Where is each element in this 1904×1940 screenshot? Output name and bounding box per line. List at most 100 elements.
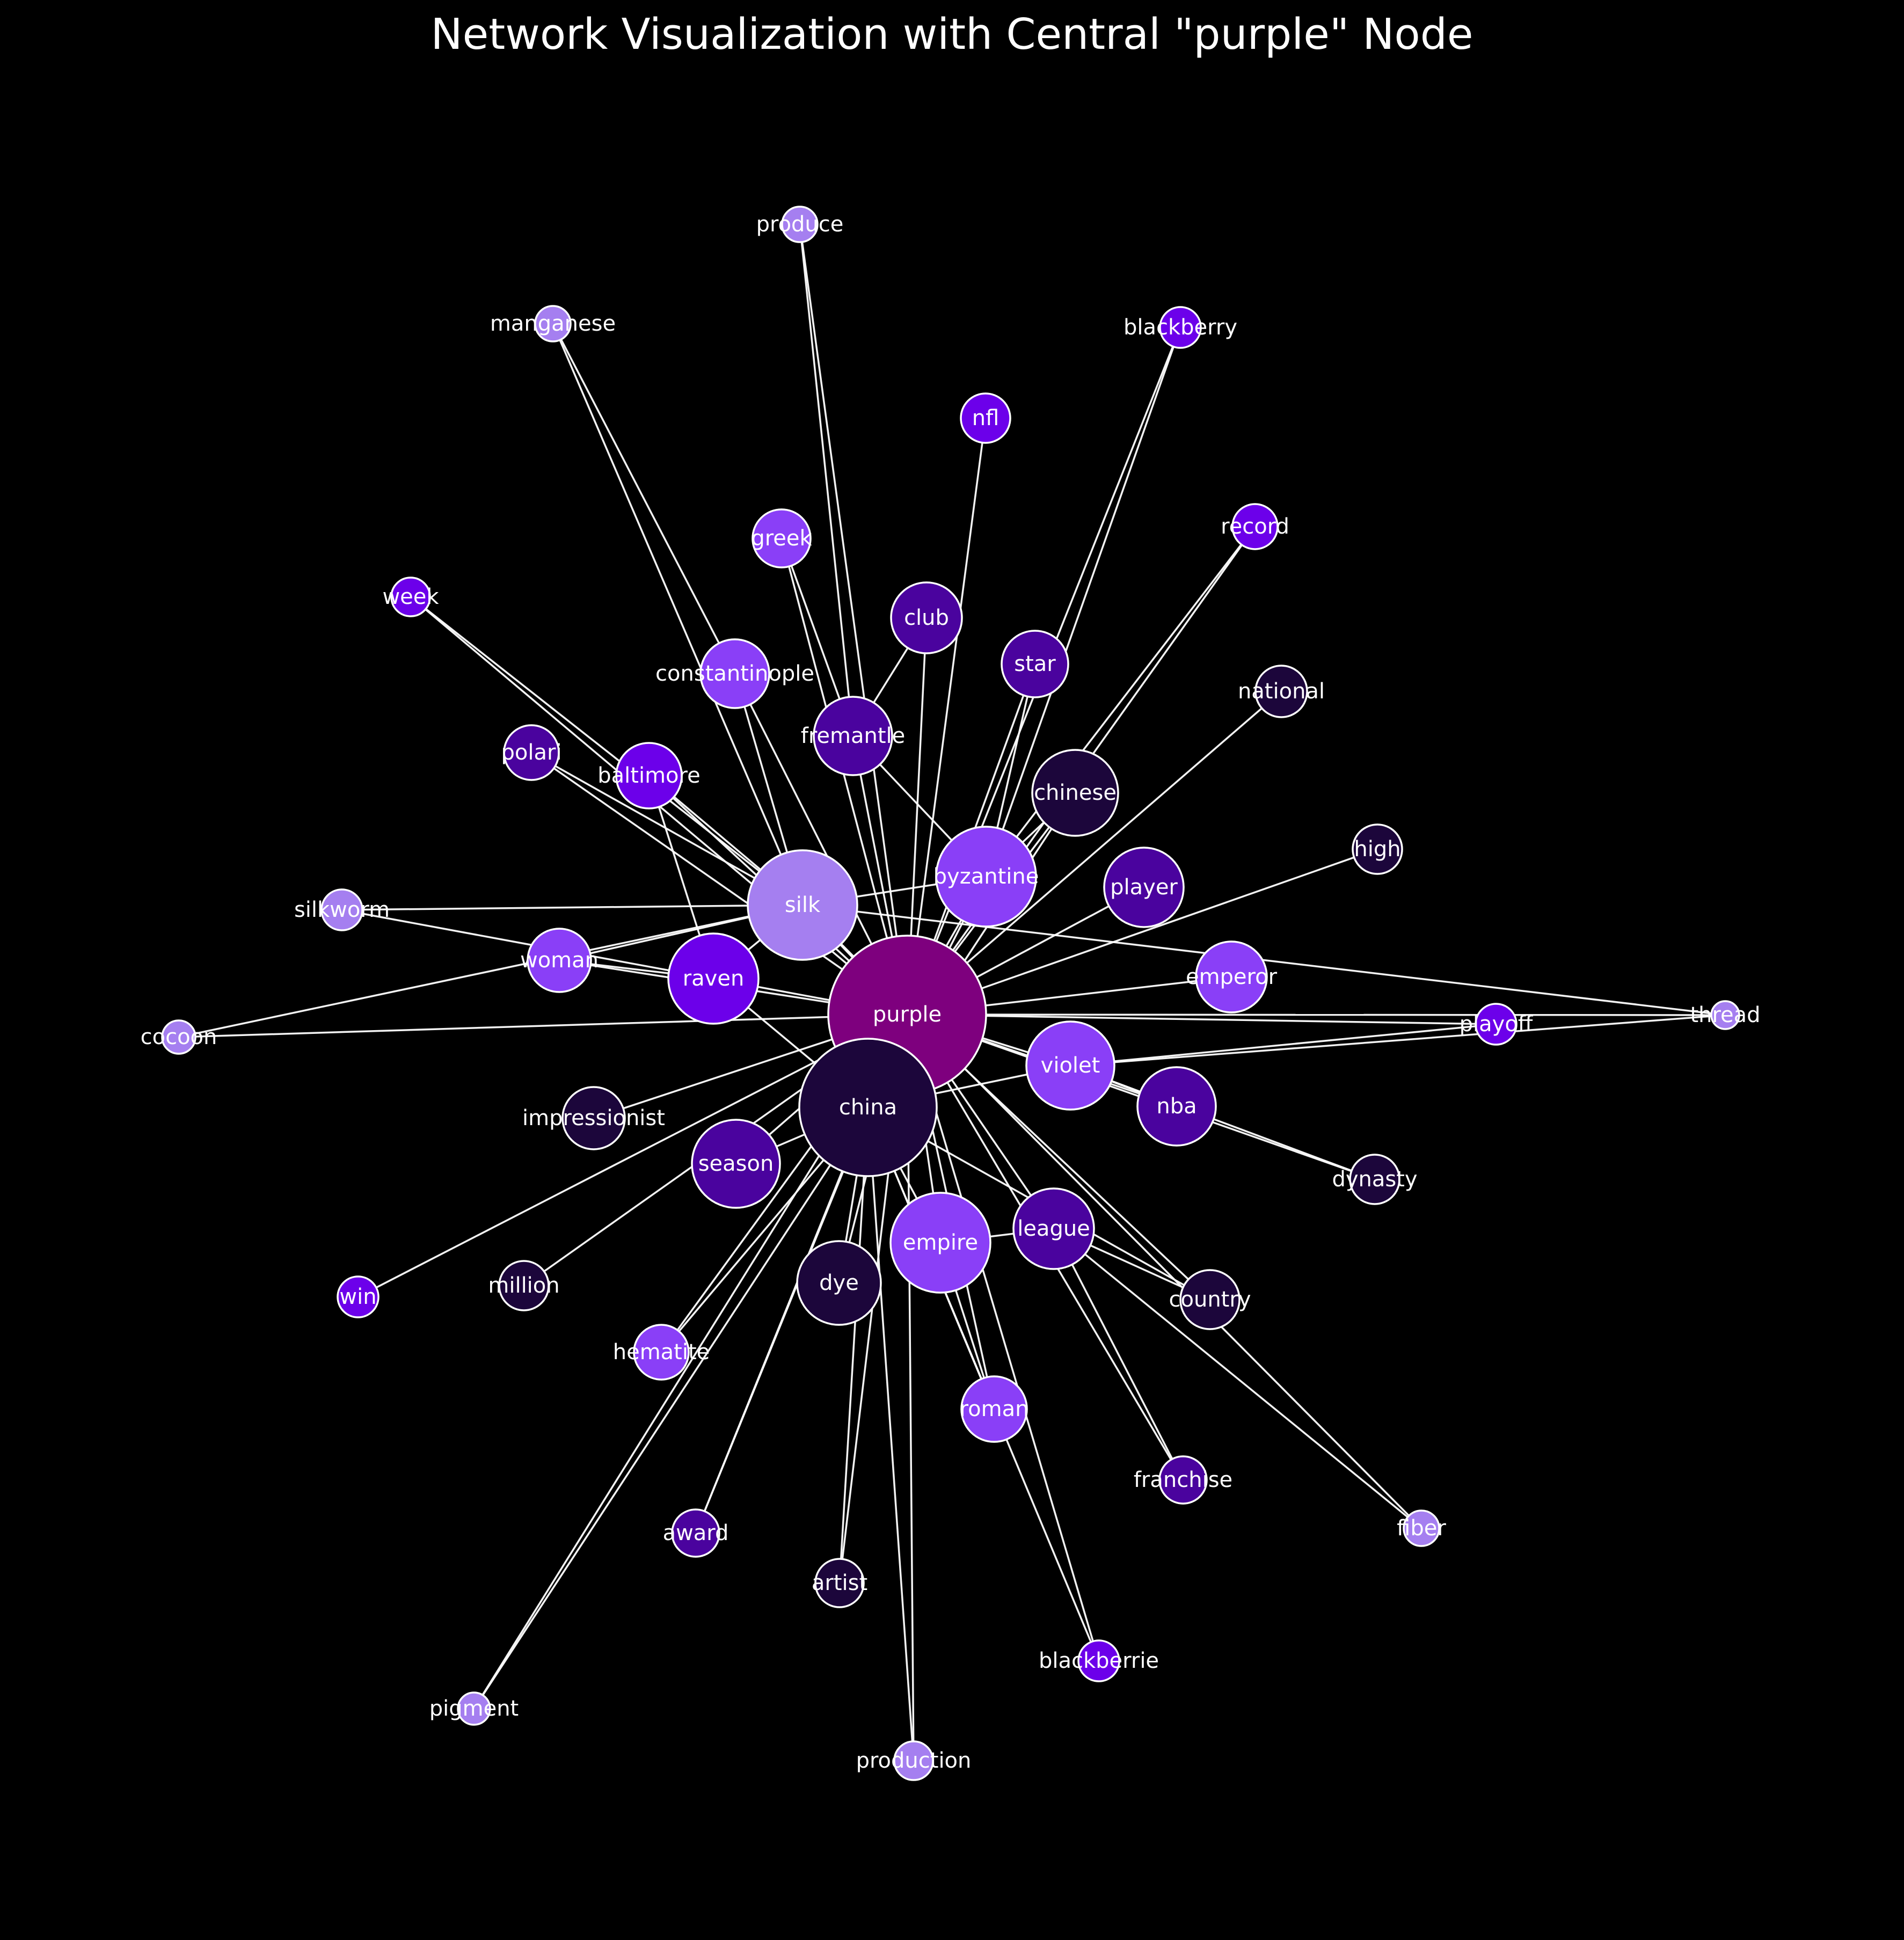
- node-label-greek: greek: [751, 526, 812, 551]
- edge-china-production: [867, 1107, 915, 1761]
- node-silk: silk: [747, 849, 858, 961]
- edge-violet-dynasty: [1070, 1064, 1375, 1180]
- node-label-hematite: hematite: [613, 1340, 710, 1365]
- node-label-star: star: [1014, 652, 1056, 676]
- node-roman: roman: [960, 1375, 1028, 1443]
- node-circle-nba: [1136, 1066, 1217, 1147]
- node-blackberry: blackberry: [1124, 306, 1237, 349]
- edge-silk-week: [410, 596, 804, 906]
- node-week: week: [382, 577, 439, 617]
- edge-purple-high: [907, 848, 1378, 1016]
- node-label-week: week: [382, 585, 439, 609]
- node-country: country: [1169, 1269, 1251, 1330]
- node-label-country: country: [1169, 1287, 1251, 1312]
- node-label-fiber: fiber: [1397, 1516, 1446, 1541]
- node-fiber: fiber: [1397, 1509, 1446, 1547]
- edge-purple-national: [906, 690, 1282, 1016]
- node-label-blackberrie: blackberrie: [1039, 1649, 1159, 1673]
- node-label-thread: thread: [1690, 1003, 1760, 1027]
- node-season: season: [691, 1119, 781, 1209]
- node-circle-season: [691, 1119, 781, 1209]
- edge-purple-blackberrie: [906, 1014, 1100, 1661]
- node-empire: empire: [889, 1192, 991, 1294]
- node-thread: thread: [1690, 1000, 1761, 1030]
- node-label-win: win: [339, 1285, 376, 1309]
- edge-violet-thread: [1070, 1014, 1726, 1067]
- node-circle-raven: [667, 932, 760, 1025]
- node-label-china: china: [839, 1095, 897, 1120]
- node-circle-roman: [960, 1375, 1028, 1443]
- node-label-high: high: [1354, 837, 1400, 862]
- node-label-constantinople: constantinople: [655, 661, 814, 686]
- node-circle-greek: [752, 508, 812, 568]
- node-label-byzantine: byzantine: [933, 864, 1039, 889]
- edge-violet-playoff: [1070, 1023, 1497, 1067]
- node-award: award: [663, 1508, 728, 1558]
- node-dynasty: dynasty: [1332, 1154, 1418, 1205]
- node-league: league: [1012, 1187, 1095, 1270]
- node-circle-silk: [747, 849, 858, 961]
- node-label-season: season: [698, 1151, 774, 1176]
- node-label-manganese: manganese: [490, 311, 616, 336]
- edge-league-franchise: [1053, 1228, 1184, 1480]
- node-manganese: manganese: [490, 305, 616, 342]
- node-production: production: [856, 1740, 972, 1781]
- node-circle-player: [1103, 847, 1185, 928]
- node-win: win: [337, 1275, 380, 1318]
- node-label-fremantle: fremantle: [801, 724, 906, 748]
- edge-china-award: [695, 1107, 869, 1534]
- edge-purple-cocoon: [178, 1013, 908, 1038]
- node-label-record: record: [1221, 514, 1289, 539]
- node-label-artist: artist: [812, 1571, 867, 1595]
- node-polari: polari: [501, 724, 562, 781]
- node-circle-league: [1012, 1187, 1095, 1270]
- node-record: record: [1221, 503, 1289, 550]
- node-layer: purplechinasilkbyzantineempireravenviole…: [141, 206, 1761, 1781]
- node-artist: artist: [812, 1558, 867, 1608]
- node-label-franchise: franchise: [1134, 1468, 1232, 1492]
- edge-china-artist: [838, 1107, 869, 1584]
- node-circle-emperor: [1195, 940, 1268, 1013]
- node-circle-fiber: [1403, 1509, 1440, 1547]
- node-playoff: playoff: [1460, 1003, 1534, 1046]
- node-circle-artist: [814, 1558, 865, 1608]
- node-label-baltimore: baltimore: [597, 763, 700, 788]
- node-violet: violet: [1025, 1020, 1115, 1111]
- edge-byzantine-record: [985, 526, 1256, 878]
- node-national: national: [1238, 665, 1325, 718]
- node-circle-hematite: [633, 1324, 690, 1381]
- node-circle-blackberry: [1159, 306, 1202, 349]
- edge-raven-silkworm: [341, 909, 714, 980]
- node-circle-produce: [781, 206, 819, 243]
- node-label-woman: woman: [520, 948, 599, 973]
- node-circle-fremantle: [813, 696, 893, 776]
- node-label-million: million: [488, 1273, 559, 1298]
- node-impressionist: impressionist: [522, 1086, 665, 1150]
- node-hematite: hematite: [613, 1324, 710, 1381]
- node-blackberrie: blackberrie: [1039, 1639, 1159, 1682]
- node-pigment: pigment: [429, 1691, 519, 1726]
- node-circle-woman: [527, 928, 592, 993]
- node-franchise: franchise: [1134, 1455, 1232, 1505]
- edge-silk-silkworm: [341, 904, 803, 911]
- node-label-cocoon: cocoon: [141, 1025, 217, 1049]
- node-label-playoff: playoff: [1460, 1012, 1534, 1037]
- node-label-empire: empire: [903, 1230, 978, 1255]
- node-label-chinese: chinese: [1034, 781, 1117, 805]
- node-emperor: emperor: [1186, 940, 1278, 1013]
- edge-purple-playoff: [907, 1013, 1497, 1025]
- node-circle-thread: [1710, 1000, 1740, 1030]
- node-label-impressionist: impressionist: [522, 1106, 665, 1131]
- node-label-pigment: pigment: [429, 1696, 519, 1721]
- edge-constantinople-manganese: [552, 323, 736, 674]
- node-circle-violet: [1025, 1020, 1115, 1111]
- node-label-league: league: [1017, 1216, 1090, 1241]
- node-circle-blackberrie: [1077, 1639, 1120, 1682]
- edge-silk-manganese: [552, 323, 804, 906]
- edge-byzantine-blackberry: [985, 327, 1181, 877]
- node-circle-record: [1231, 503, 1279, 550]
- node-fremantle: fremantle: [801, 696, 906, 776]
- node-label-production: production: [856, 1748, 972, 1773]
